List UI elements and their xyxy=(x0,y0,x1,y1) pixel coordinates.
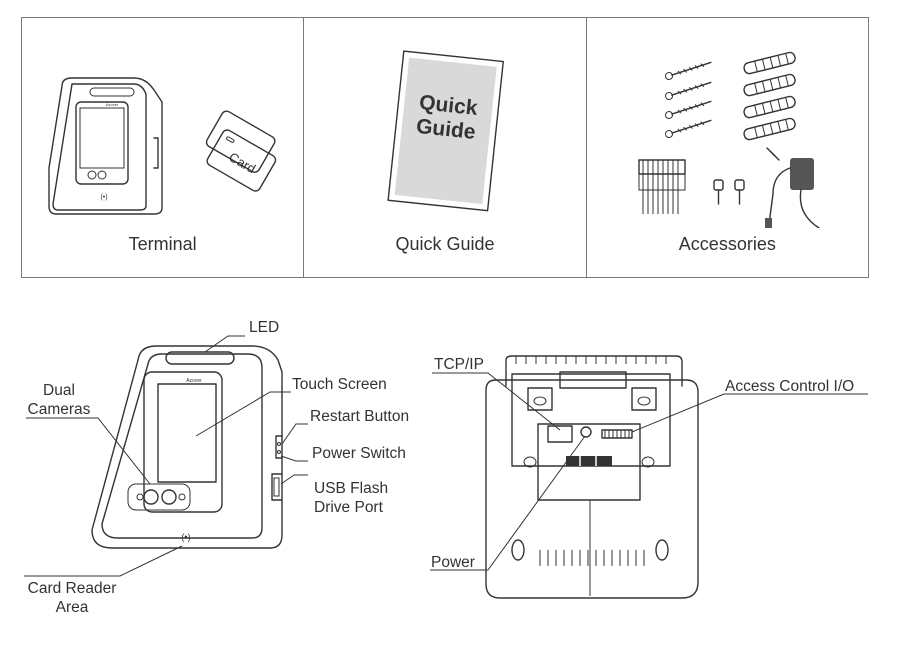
leader-led xyxy=(204,335,245,353)
accessories-illustration xyxy=(637,51,820,228)
label-card-reader-line1: Card Reader xyxy=(27,580,117,597)
small-screws-icon xyxy=(712,179,745,205)
terminal-side-ports xyxy=(153,137,159,169)
svg-text:(•): (•) xyxy=(100,194,107,201)
leader-power xyxy=(430,435,586,571)
leader-power-switch xyxy=(280,455,308,462)
terminal-illustration: Azover (•) Card xyxy=(48,77,277,215)
leader-touch-screen xyxy=(195,391,291,437)
terminal-camera-left-icon xyxy=(87,170,97,180)
label-dual-cameras-line2: Cameras xyxy=(27,401,91,418)
terminal-led-bar xyxy=(89,87,135,97)
leader-tcp-ip xyxy=(432,372,561,431)
front-logo-text: Azover xyxy=(186,378,202,384)
booklet-outline xyxy=(387,50,505,212)
contents-cell-terminal: Azover (•) Card Terminal xyxy=(22,18,303,277)
front-view-device: Azover (•) xyxy=(24,335,308,577)
screws-icon xyxy=(664,61,712,138)
label-usb-line1: USB Flash xyxy=(314,480,389,497)
label-touch-screen: Touch Screen xyxy=(292,376,387,393)
contents-cell-accessories: Accessories xyxy=(585,18,868,277)
label-restart-button: Restart Button xyxy=(310,408,410,425)
label-card-reader: Card Reader Area xyxy=(18,579,126,617)
label-access-control-io: Access Control I/O xyxy=(725,378,855,395)
label-usb-line2: Drive Port xyxy=(314,499,383,516)
terminal-body-outline xyxy=(48,77,163,215)
label-dual-cameras: Dual Cameras xyxy=(24,381,94,419)
leader-dual-cameras xyxy=(26,417,151,485)
svg-text:(•): (•) xyxy=(181,532,190,542)
label-card-reader-line2: Area xyxy=(55,599,89,616)
leader-card-reader xyxy=(24,545,183,577)
leader-usb-port xyxy=(280,474,308,485)
terminal-block-connector-icon xyxy=(637,159,686,214)
leader-access-control-io xyxy=(631,393,868,433)
power-adapter-icon xyxy=(764,147,820,228)
wall-anchors-icon xyxy=(743,51,796,141)
label-tcp-ip: TCP/IP xyxy=(434,356,484,373)
caption-quick-guide: Quick Guide xyxy=(395,234,495,254)
package-contents-table: Azover (•) Card Terminal Quick Guide xyxy=(21,17,869,278)
booklet-cover xyxy=(395,57,497,205)
back-view-device xyxy=(430,355,868,599)
terminal-screen-frame xyxy=(75,101,129,185)
terminal-camera-right-icon xyxy=(97,170,107,180)
label-dual-cameras-line1: Dual xyxy=(43,382,75,399)
terminal-front-face xyxy=(52,83,147,211)
contents-cell-quick-guide: Quick Guide Quick Guide xyxy=(303,18,585,277)
quick-guide-illustration: Quick Guide xyxy=(387,50,505,212)
terminal-logo-text: Azover xyxy=(106,102,119,107)
label-power: Power xyxy=(431,554,475,571)
leader-restart-button xyxy=(281,423,308,445)
label-usb-port: USB Flash Drive Port xyxy=(314,479,388,517)
label-led: LED xyxy=(249,319,280,336)
caption-terminal: Terminal xyxy=(128,234,197,254)
terminal-screen xyxy=(79,107,125,169)
caption-accessories: Accessories xyxy=(678,234,776,254)
label-power-switch: Power Switch xyxy=(312,445,406,462)
